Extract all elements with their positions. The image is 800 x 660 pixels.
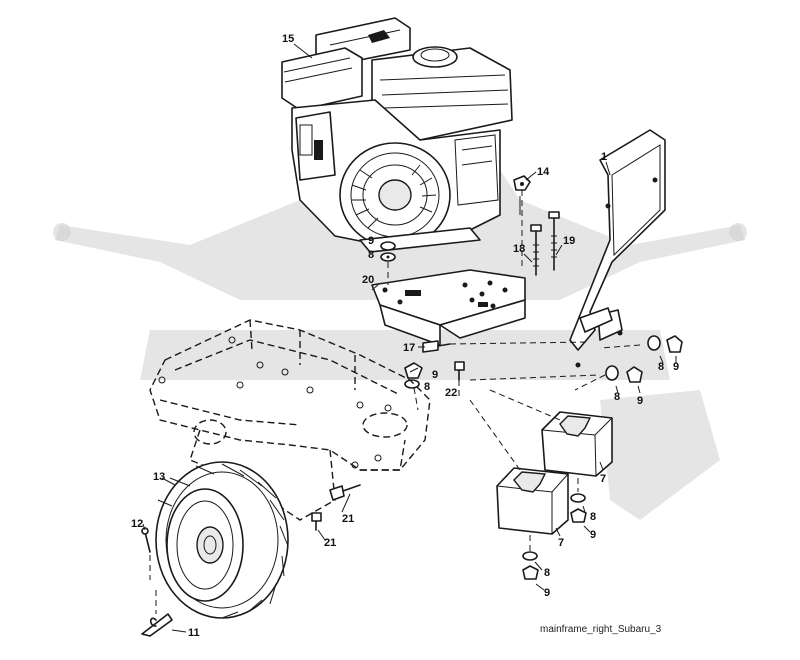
washer-nut-8-9-upper bbox=[380, 241, 396, 262]
washer-nut-8-9-blocks bbox=[522, 493, 587, 580]
callout-9-right: 9 bbox=[673, 361, 679, 373]
bolts-18-19 bbox=[530, 211, 560, 276]
callout-11: 11 bbox=[188, 627, 200, 639]
callout-20: 20 bbox=[362, 274, 374, 286]
callout-18: 18 bbox=[513, 243, 525, 255]
pin-12 bbox=[141, 527, 151, 553]
callout-9-middle: 9 bbox=[432, 369, 438, 381]
callout-22: 22 bbox=[445, 387, 457, 399]
handle-bracket bbox=[569, 129, 666, 368]
callout-8-lower-right: 8 bbox=[614, 391, 620, 403]
callout-9-upper: 9 bbox=[368, 235, 374, 247]
bolt-17 bbox=[422, 340, 451, 353]
callout-9-lower-right: 9 bbox=[637, 395, 643, 407]
callout-8-block: 8 bbox=[590, 511, 596, 523]
washer-nut-8-9-right bbox=[605, 335, 683, 383]
rubber-blocks bbox=[496, 411, 613, 535]
bolts-21 bbox=[311, 484, 361, 531]
figure-caption: mainframe_right_Subaru_3 bbox=[540, 624, 662, 635]
mounting-plate bbox=[371, 269, 526, 346]
callout-8-bottom: 8 bbox=[544, 567, 550, 579]
clip-11 bbox=[141, 613, 173, 637]
callout-7-upper: 7 bbox=[600, 473, 606, 485]
engine bbox=[281, 17, 513, 253]
callout-labels: 15 1 14 9 8 18 19 20 17 9 8 22 8 9 8 9 7… bbox=[131, 33, 679, 639]
callout-12: 12 bbox=[131, 518, 143, 530]
callout-8-upper: 8 bbox=[368, 249, 374, 261]
callout-19: 19 bbox=[563, 235, 575, 247]
callout-7-lower: 7 bbox=[558, 537, 564, 549]
callout-13: 13 bbox=[153, 471, 165, 483]
callout-9-bottom: 9 bbox=[544, 587, 550, 599]
callout-9-block: 9 bbox=[590, 529, 596, 541]
wheel bbox=[155, 461, 289, 619]
callout-1: 1 bbox=[601, 151, 607, 163]
washer-nut-8-9-middle bbox=[404, 362, 423, 389]
callout-21-upper: 21 bbox=[342, 513, 354, 525]
bolt-22 bbox=[454, 361, 465, 381]
leader-lines bbox=[142, 43, 677, 633]
callout-14: 14 bbox=[537, 166, 550, 178]
callout-15: 15 bbox=[282, 33, 294, 45]
callout-17: 17 bbox=[403, 342, 415, 354]
callout-8-right: 8 bbox=[658, 361, 664, 373]
callout-21-lower: 21 bbox=[324, 537, 336, 549]
callout-8-middle: 8 bbox=[424, 381, 430, 393]
